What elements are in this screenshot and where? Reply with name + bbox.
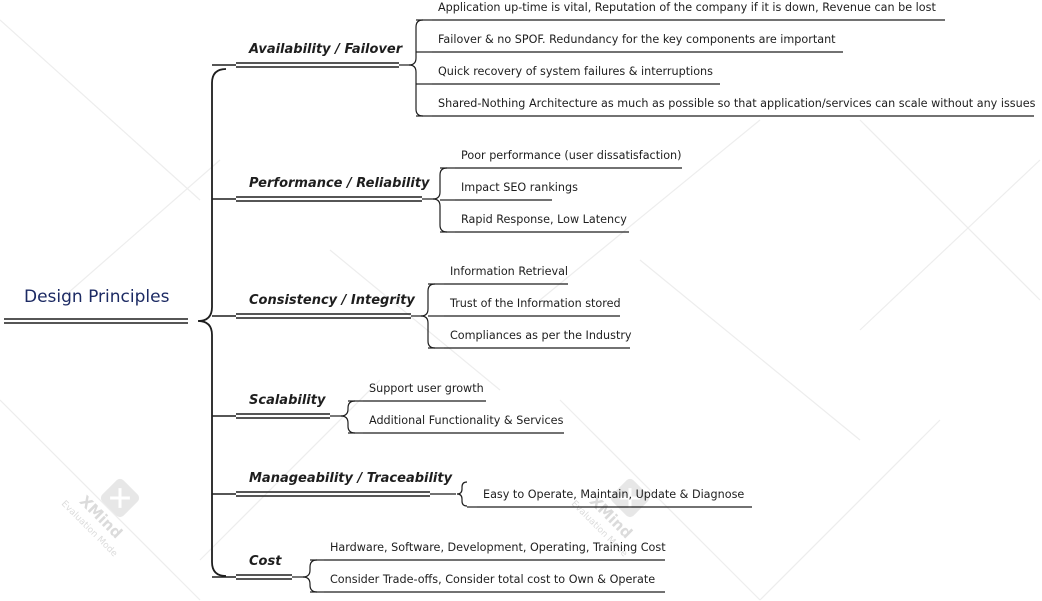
branch-topic[interactable]: Consistency / Integrity <box>249 293 415 308</box>
subtopic[interactable]: Consider Trade-offs, Consider total cost… <box>330 573 656 586</box>
subtopic[interactable]: Impact SEO rankings <box>461 181 578 194</box>
subtopic[interactable]: Failover & no SPOF. Redundancy for the k… <box>438 33 836 46</box>
branch-topic[interactable]: Availability / Failover <box>249 42 403 57</box>
subtopic[interactable]: Hardware, Software, Development, Operati… <box>330 541 666 554</box>
main-brace <box>197 68 227 577</box>
child-brace <box>302 559 318 593</box>
child-brace <box>420 283 436 349</box>
subtopic[interactable]: Compliances as per the Industry <box>450 329 632 342</box>
subtopic[interactable]: Quick recovery of system failures & inte… <box>438 65 713 78</box>
child-brace <box>432 167 448 233</box>
subtopic[interactable]: Shared-Nothing Architecture as much as p… <box>438 97 1036 110</box>
watermark-diagonals <box>0 19 1041 601</box>
subtopic[interactable]: Trust of the Information stored <box>450 297 621 310</box>
branch-topic[interactable]: Scalability <box>249 393 326 408</box>
root-topic[interactable]: Design Principles <box>24 287 170 307</box>
branch-topic[interactable]: Performance / Reliability <box>249 176 430 191</box>
branch-topic[interactable]: Manageability / Traceability <box>249 471 453 486</box>
child-brace <box>408 19 424 117</box>
child-brace <box>340 400 356 434</box>
subtopic[interactable]: Easy to Operate, Maintain, Update & Diag… <box>483 488 745 501</box>
subtopic[interactable]: Application up-time is vital, Reputation… <box>438 1 936 14</box>
branch-topic[interactable]: Cost <box>249 554 282 569</box>
subtopic[interactable]: Support user growth <box>369 382 484 395</box>
subtopic[interactable]: Additional Functionality & Services <box>369 414 564 427</box>
child-brace <box>456 481 468 507</box>
subtopic[interactable]: Information Retrieval <box>450 265 569 278</box>
subtopic[interactable]: Poor performance (user dissatisfaction) <box>461 149 682 162</box>
subtopic[interactable]: Rapid Response, Low Latency <box>461 213 627 226</box>
